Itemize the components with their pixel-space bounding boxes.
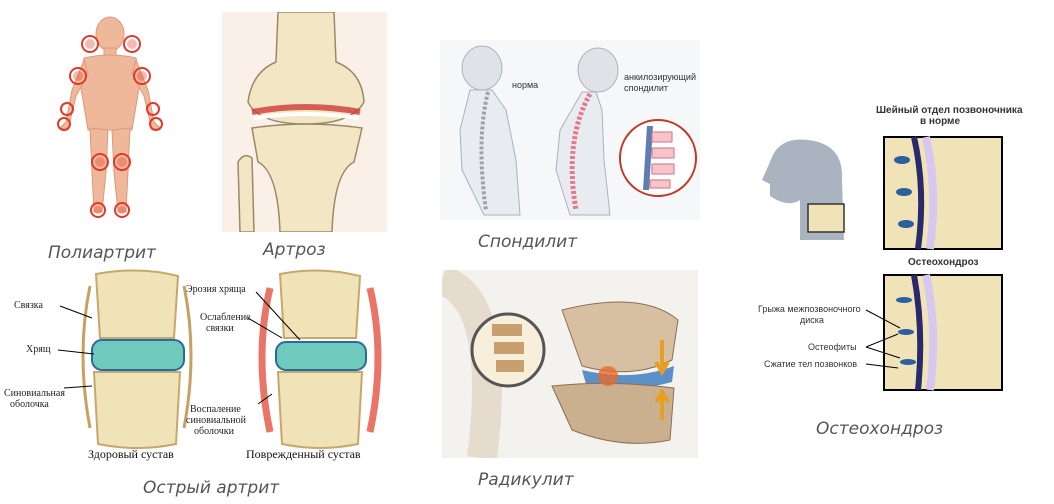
radiculitis-illustration (442, 270, 698, 458)
label-ligament: Связка (14, 300, 43, 311)
body-illustration (57, 16, 163, 218)
label-norm: норма (512, 80, 539, 90)
radiculitis-figure (442, 270, 698, 458)
label-healthy-joint: Здоровый сустав (88, 447, 174, 461)
caption-arthrosis: Артроз (263, 240, 326, 260)
cervical-spine-illustration (762, 136, 1003, 391)
label-weakening-2: связки (206, 323, 234, 334)
arthrosis-figure (222, 12, 387, 232)
label-ankylosing-2: спондилит (624, 83, 669, 93)
acute-arthritis-figure: Связка Хрящ Синовиальная оболочка Эрозия… (0, 268, 395, 468)
spondylitis-figure: норма анкилозирующий спондилит (440, 40, 700, 220)
label-hernia-1: Грыжа межпозвоночного (758, 304, 861, 314)
caption-acute-arthritis: Острый артрит (143, 478, 280, 498)
cervical-title-osteo: Остеохондроз (908, 257, 979, 268)
caption-osteochondrosis: Остеохондроз (816, 419, 944, 439)
label-synovial-2: оболочка (10, 399, 49, 410)
label-damaged-joint: Поврежденный сустав (246, 447, 361, 461)
osteochondrosis-figure: Шейный отдел позвоночника в норме Остеох… (748, 100, 1038, 400)
spine-comparison-illustration (440, 40, 700, 220)
polyarthritis-figure (40, 12, 200, 234)
label-hernia-2: диска (800, 315, 824, 325)
label-synovial-1: Синовиальная (4, 388, 65, 399)
caption-spondylitis: Спондилит (478, 232, 578, 252)
cervical-title-2: в норме (920, 116, 961, 127)
label-inflammation-1: Воспаление (190, 404, 241, 415)
joint-comparison-illustration (57, 269, 382, 449)
label-compression: Сжатие тел позвонков (764, 359, 858, 369)
knee-illustration (222, 12, 387, 232)
label-osteophytes: Остеофиты (808, 342, 857, 352)
label-inflammation-2: синовиальной (186, 415, 246, 426)
caption-polyarthritis: Полиартрит (48, 243, 156, 263)
label-ankylosing-1: анкилозирующий (624, 72, 696, 82)
label-erosion: Эрозия хряща (186, 284, 246, 295)
label-weakening-1: Ослабление (200, 312, 251, 323)
label-inflammation-3: оболочки (194, 426, 234, 437)
cervical-title-1: Шейный отдел позвоночника (876, 105, 1023, 116)
caption-radiculitis: Радикулит (478, 470, 574, 490)
label-meniscus: Хрящ (26, 344, 51, 355)
